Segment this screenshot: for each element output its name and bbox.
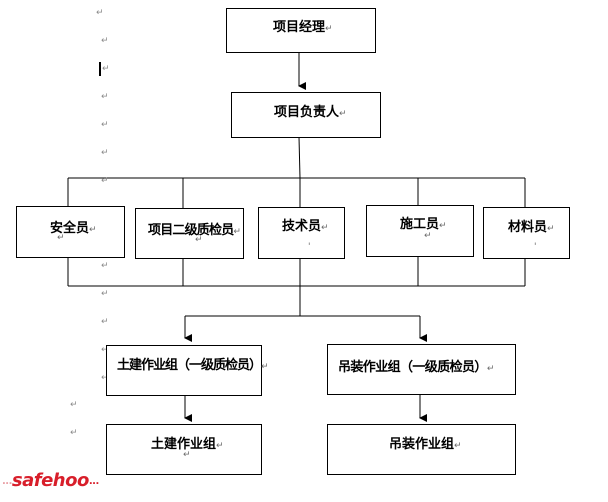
civil-team-label: 土建作业组 [151, 437, 217, 452]
paragraph-mark: ↵ [101, 92, 109, 102]
construction-worker-box: 施工员↵ ↵ [366, 205, 474, 257]
project-lead-box: 项目负责人↵ [231, 92, 381, 138]
paragraph-mark: ↵ [96, 8, 104, 18]
materials-officer-label: 材料员 [508, 220, 548, 235]
paragraph-mark: ↵ [216, 441, 224, 451]
paragraph-mark: ↵ [339, 109, 347, 119]
paragraph-mark: ↵ [183, 450, 191, 460]
civil-team-qc-box: 土建作业组（一级质检员）↵ [106, 345, 268, 396]
paragraph-mark: ↵ [233, 227, 241, 237]
paragraph-mark: ↵ [70, 428, 78, 438]
paragraph-mark: ↵ [70, 400, 78, 410]
civil-team-box: 土建作业组↵ ↵ [106, 424, 262, 475]
project-lead-label: 项目负责人 [274, 105, 340, 120]
paragraph-mark: ↵ [89, 225, 97, 235]
technician-box: 技术员↵ ' [258, 207, 345, 259]
technician-label: 技术员 [282, 219, 322, 234]
materials-officer-box: 材料员↵ ' [483, 207, 570, 259]
line-lead-to-bus [298, 136, 301, 179]
paragraph-mark: ↵ [101, 36, 109, 46]
lifting-team-qc-box: 吊装作业组（一级质检员）↵ [327, 344, 516, 395]
paragraph-mark: ↵ [454, 441, 462, 451]
paragraph-mark: ↵ [261, 362, 268, 372]
quality-inspector-2-box: 项目二级质检员↵ ↵ [135, 208, 244, 259]
safehoo-watermark-logo: ...safehoo... [2, 470, 99, 491]
safety-officer-box: 安全员↵ ↵ [16, 206, 125, 258]
lifting-team-box: 吊装作业组↵ [327, 424, 516, 475]
dot-mark: ' [308, 242, 311, 252]
paragraph-mark: ↵ [101, 373, 109, 383]
civil-team-qc-label: 土建作业组（一级质检员） [117, 358, 262, 373]
paragraph-mark: ↵ [195, 235, 203, 245]
construction-worker-label: 施工员 [400, 217, 440, 232]
quality-inspector-2-label: 项目二级质检员 [148, 223, 234, 238]
paragraph-mark: ↵ [101, 345, 109, 355]
paragraph-mark: ↵ [439, 221, 447, 231]
paragraph-mark: ↵ [101, 120, 109, 130]
project-manager-label: 项目经理 [273, 20, 326, 35]
paragraph-mark: ↵ [547, 224, 555, 234]
lifting-team-label: 吊装作业组 [389, 437, 455, 452]
text-cursor [99, 62, 101, 76]
paragraph-mark: ↵ [102, 64, 110, 74]
paragraph-mark: ↵ [101, 148, 109, 158]
paragraph-mark: ↵ [486, 364, 495, 374]
paragraph-mark: ↵ [101, 261, 109, 271]
paragraph-mark: ↵ [321, 223, 329, 233]
paragraph-mark: ↵ [101, 176, 109, 186]
lifting-team-qc-label: 吊装作业组（一级质检员） [338, 360, 487, 375]
paragraph-mark: ↵ [57, 233, 65, 243]
project-manager-box: 项目经理↵ [226, 8, 376, 53]
paragraph-mark: ↵ [325, 24, 333, 34]
dot-mark: ' [534, 242, 537, 252]
safety-officer-label: 安全员 [50, 221, 90, 236]
paragraph-mark: ↵ [101, 289, 109, 299]
paragraph-mark: ↵ [424, 231, 432, 241]
paragraph-mark: ↵ [101, 317, 109, 327]
